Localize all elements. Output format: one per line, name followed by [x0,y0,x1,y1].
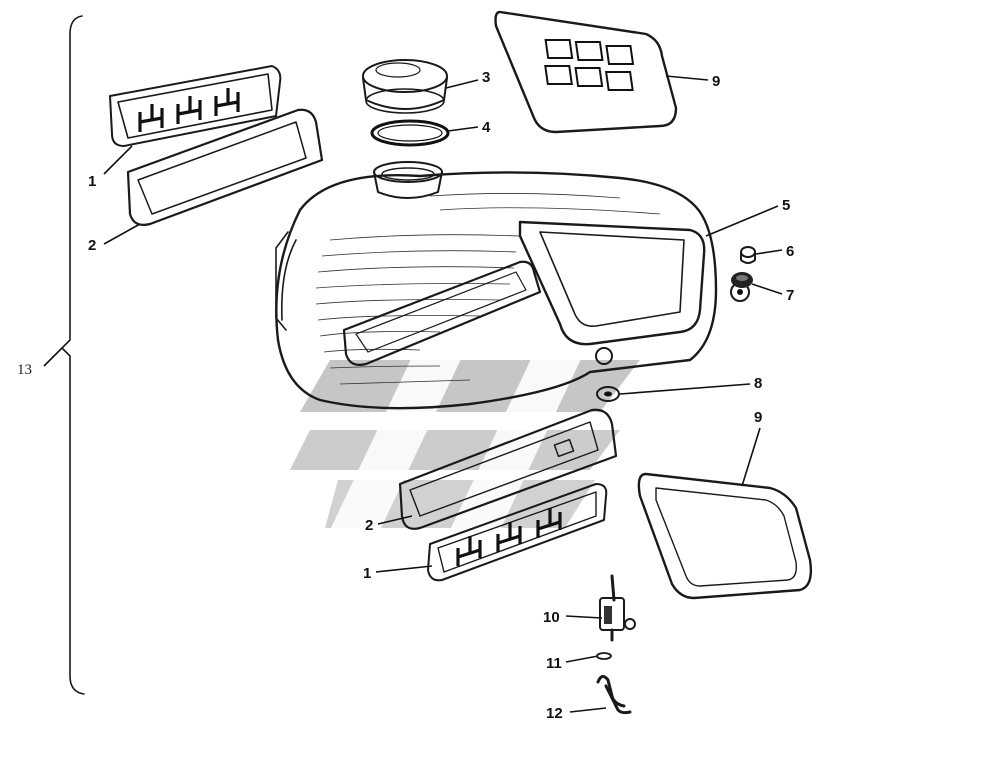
group-bracket: 13 [17,15,85,695]
knee-pad-grid [544,39,635,91]
part-knee-pad-bottom [637,472,813,600]
callout-1-bottom: 1 [363,565,371,582]
part-washer [596,652,612,660]
group-label: 13 [17,362,32,378]
emblem-lettering-bottom [456,508,562,566]
part-knee-pad-top [494,10,678,134]
tank-shading-lines [315,193,661,385]
callout-6: 6 [786,243,794,260]
brand-logo-watermark [290,340,640,530]
callout-10: 10 [543,609,560,626]
emblem-lettering-top [138,88,240,132]
part-emblem-bottom [427,483,608,582]
callout-4: 4 [482,119,491,136]
callout-11: 11 [546,655,562,672]
part-rubber-bush [731,272,753,288]
callout-5: 5 [782,197,790,214]
callout-2-top: 2 [88,237,96,254]
part-mount-nut [596,386,620,402]
callout-2-bottom: 2 [365,517,373,534]
part-fuel-hose [596,675,632,715]
callout-9-top: 9 [712,73,720,90]
callout-7: 7 [786,287,794,304]
callout-labels: 1 2 3 4 5 6 7 8 9 9 2 1 10 11 12 [88,69,794,722]
leader-lines [103,75,783,713]
callout-3: 3 [482,69,490,86]
part-fuel-tank [275,161,750,410]
callout-12: 12 [546,705,563,722]
part-gasket-ring [370,119,450,147]
part-trim-plate-bottom [398,408,618,530]
callout-1-top: 1 [88,173,96,190]
callout-8: 8 [754,375,762,392]
callout-9-bottom: 9 [754,409,762,426]
part-fuel-tap [599,574,636,642]
part-filler-cap [362,59,448,114]
part-trim-plate-top [126,108,324,226]
part-emblem-top [109,65,282,147]
part-grommet-small [740,246,756,264]
